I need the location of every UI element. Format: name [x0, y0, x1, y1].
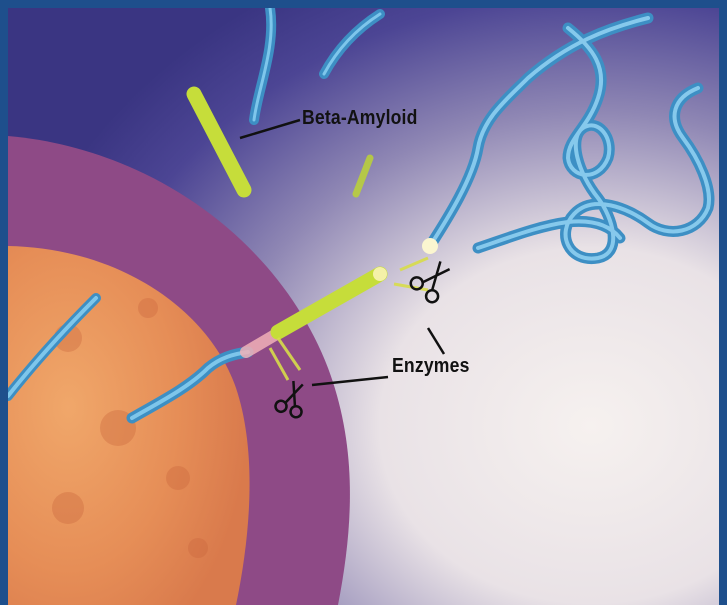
- illustration: [8, 8, 719, 605]
- beta-amyloid-label: Beta-Amyloid: [302, 107, 418, 130]
- cleavage-glow: [422, 238, 438, 254]
- enzymes-label: Enzymes: [392, 355, 470, 378]
